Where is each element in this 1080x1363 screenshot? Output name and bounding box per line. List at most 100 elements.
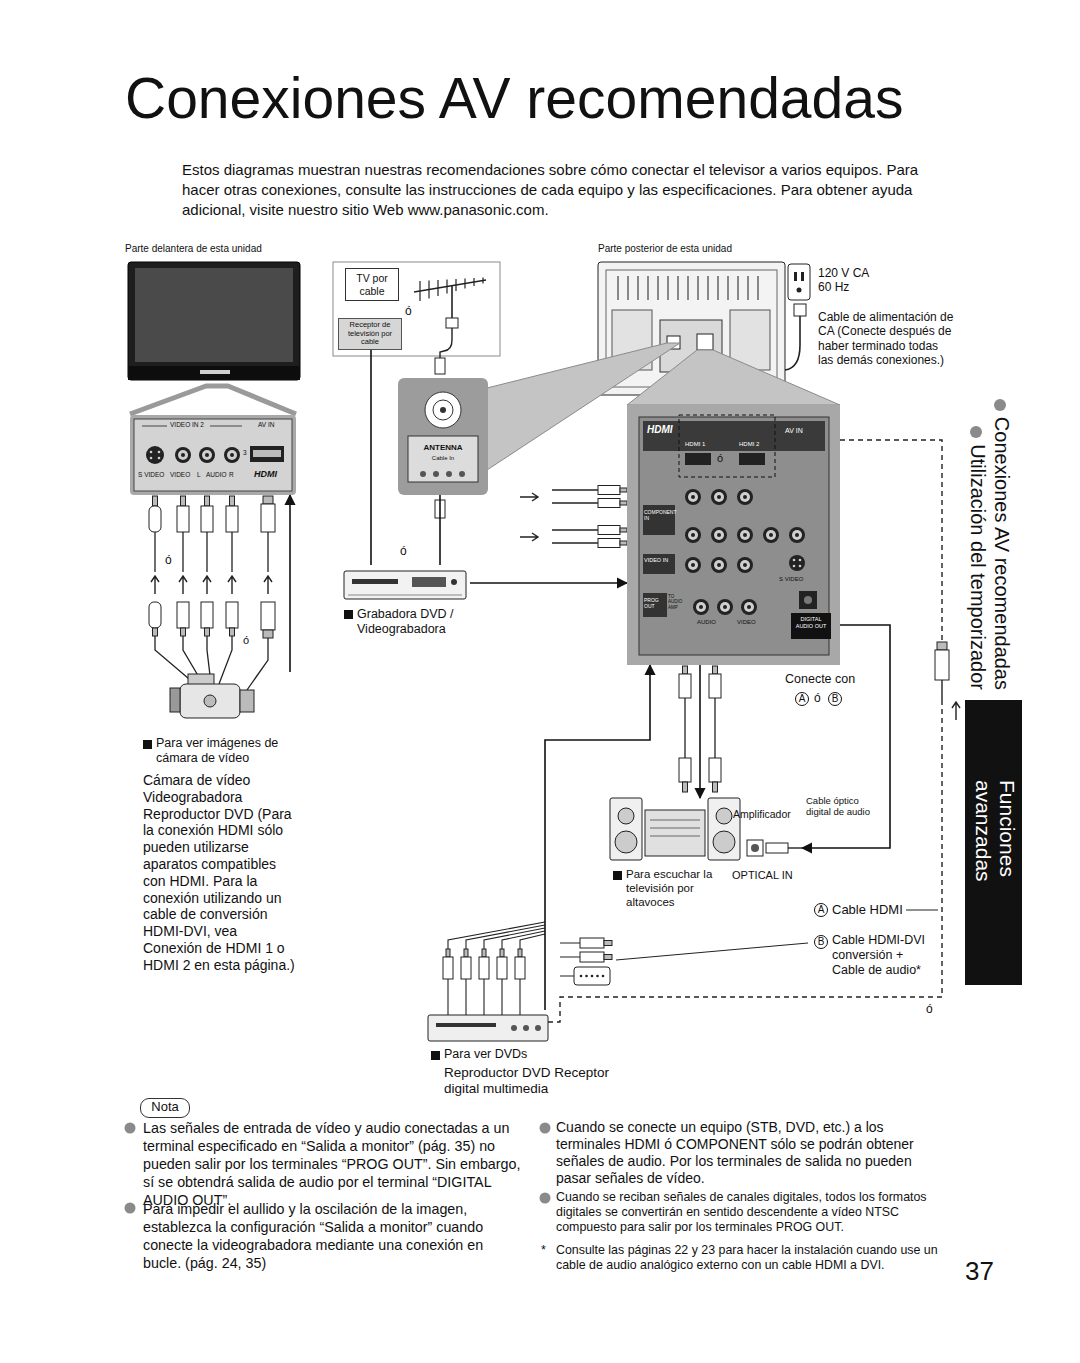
drawing-shape bbox=[711, 527, 727, 543]
node-text: VIDEO bbox=[737, 619, 756, 626]
node-text: Nota bbox=[141, 1100, 189, 1114]
note-badge: Nota bbox=[140, 1098, 190, 1118]
drawing-shape bbox=[598, 486, 620, 495]
drawing-shape bbox=[348, 595, 462, 596]
drawing-shape bbox=[518, 949, 522, 957]
drawing-shape bbox=[264, 576, 272, 594]
drawing-shape bbox=[146, 446, 164, 464]
drawing-shape bbox=[791, 613, 831, 639]
drawing-shape bbox=[650, 820, 700, 836]
node-text: AUDIO bbox=[697, 619, 716, 626]
label-text: ó bbox=[405, 304, 412, 318]
drawing-shape bbox=[744, 602, 754, 612]
label-text: Estos diagramas muestran nuestras recome… bbox=[182, 160, 952, 220]
drawing-shape bbox=[253, 450, 281, 457]
drawing-shape bbox=[261, 602, 275, 630]
drawing-shape bbox=[451, 286, 453, 318]
circled-letter: A bbox=[814, 903, 828, 917]
drawing-shape bbox=[737, 557, 753, 573]
drawing-shape bbox=[716, 808, 732, 824]
drawing-shape bbox=[740, 530, 750, 540]
drawing-shape bbox=[793, 565, 796, 568]
label-text: Parte delantera de esta unidad bbox=[125, 243, 262, 255]
drawing-shape bbox=[464, 949, 468, 957]
drawing-shape bbox=[206, 532, 207, 572]
drawing-shape bbox=[645, 810, 705, 856]
label-text: Parte posterior de esta unidad bbox=[598, 243, 732, 255]
drawing-shape bbox=[574, 967, 610, 985]
drawing-shape bbox=[482, 278, 483, 284]
drawing-shape bbox=[177, 602, 189, 628]
drawing-shape bbox=[451, 579, 457, 585]
drawing-shape bbox=[580, 952, 604, 962]
drawing-shape bbox=[205, 628, 210, 636]
power-outlet: 120 V CA 60 Hz bbox=[788, 264, 880, 304]
drawing-shape bbox=[717, 599, 733, 615]
node-text: Reproductor DVD Receptor digital multime… bbox=[444, 1065, 644, 1097]
antenna-input-panel: ANTENNACable In bbox=[398, 378, 488, 495]
drawing-shape bbox=[443, 957, 453, 979]
label-text: ó bbox=[926, 1002, 933, 1016]
node-text: Receptor de televisión por cable bbox=[341, 321, 399, 347]
drawing-shape bbox=[797, 288, 802, 293]
drawing-shape bbox=[697, 334, 713, 350]
drawing-shape bbox=[150, 457, 153, 460]
node-text: Grabadora DVD / Videograbadora bbox=[357, 607, 469, 637]
node-text: PROG OUT bbox=[644, 597, 666, 609]
drawing-shape bbox=[713, 782, 718, 792]
drawing-shape bbox=[535, 1025, 541, 1031]
drawing-shape bbox=[523, 1025, 529, 1031]
drawing-shape bbox=[617, 276, 619, 300]
drawing-shape bbox=[580, 975, 583, 978]
drawing-shape bbox=[717, 495, 721, 499]
drawing-shape bbox=[446, 471, 452, 477]
drawing-shape bbox=[789, 555, 805, 571]
drawing-shape bbox=[461, 957, 471, 979]
drawing-shape bbox=[743, 563, 747, 567]
drawing-shape bbox=[580, 938, 604, 948]
dvd-player: Para ver DVDsReproductor DVD Receptor di… bbox=[428, 1010, 643, 1101]
drawing-shape bbox=[684, 698, 685, 758]
node-text: VIDEO IN bbox=[644, 557, 674, 564]
drawing-shape bbox=[751, 844, 759, 852]
drawing-shape bbox=[428, 1015, 548, 1041]
drawing-shape bbox=[741, 599, 757, 615]
drawing-shape bbox=[482, 949, 486, 957]
node-text: ANTENNA bbox=[398, 443, 488, 453]
side-heading-line: Conexiones AV recomendadas bbox=[990, 394, 1014, 690]
drawing-shape bbox=[154, 532, 155, 572]
drawing-shape bbox=[515, 957, 525, 979]
drawing-shape bbox=[691, 533, 695, 537]
drawing-shape bbox=[647, 276, 649, 300]
drawing-shape bbox=[643, 554, 675, 574]
drawing-shape bbox=[667, 276, 669, 300]
drawing-shape bbox=[464, 279, 465, 289]
drawing-shape bbox=[250, 446, 284, 462]
drawing-shape bbox=[688, 492, 698, 502]
drawing-shape bbox=[596, 975, 599, 978]
drawing-shape bbox=[201, 602, 213, 628]
drawing-shape bbox=[799, 591, 817, 609]
drawing-shape bbox=[699, 605, 703, 609]
drawing-shape bbox=[447, 979, 448, 1015]
drawing-shape bbox=[714, 530, 724, 540]
rear-terminal-panel: HDMIAV INHDMI 1HDMI 2COMPONENT INVIDEO I… bbox=[627, 405, 840, 665]
drawing-shape bbox=[717, 563, 721, 567]
node-text: S VIDEO bbox=[779, 576, 803, 583]
drawing-shape bbox=[711, 557, 727, 573]
drawing-shape bbox=[743, 495, 747, 499]
node-text: Funciones avanzadas bbox=[971, 780, 1019, 905]
drawing-shape bbox=[552, 502, 598, 503]
drawing-shape bbox=[130, 386, 296, 414]
drawing-shape bbox=[620, 541, 627, 545]
node-text: S VIDEO bbox=[138, 471, 164, 479]
drawing-shape bbox=[714, 492, 724, 502]
drawing-shape bbox=[180, 684, 240, 718]
node-text: OPTICAL IN bbox=[732, 869, 793, 882]
drawing-shape bbox=[688, 530, 698, 540]
drawing-shape bbox=[766, 530, 776, 540]
label-text: ó bbox=[717, 452, 723, 465]
drawing-shape bbox=[952, 702, 960, 720]
drawing-shape bbox=[615, 831, 637, 853]
drawing-shape bbox=[153, 628, 158, 636]
